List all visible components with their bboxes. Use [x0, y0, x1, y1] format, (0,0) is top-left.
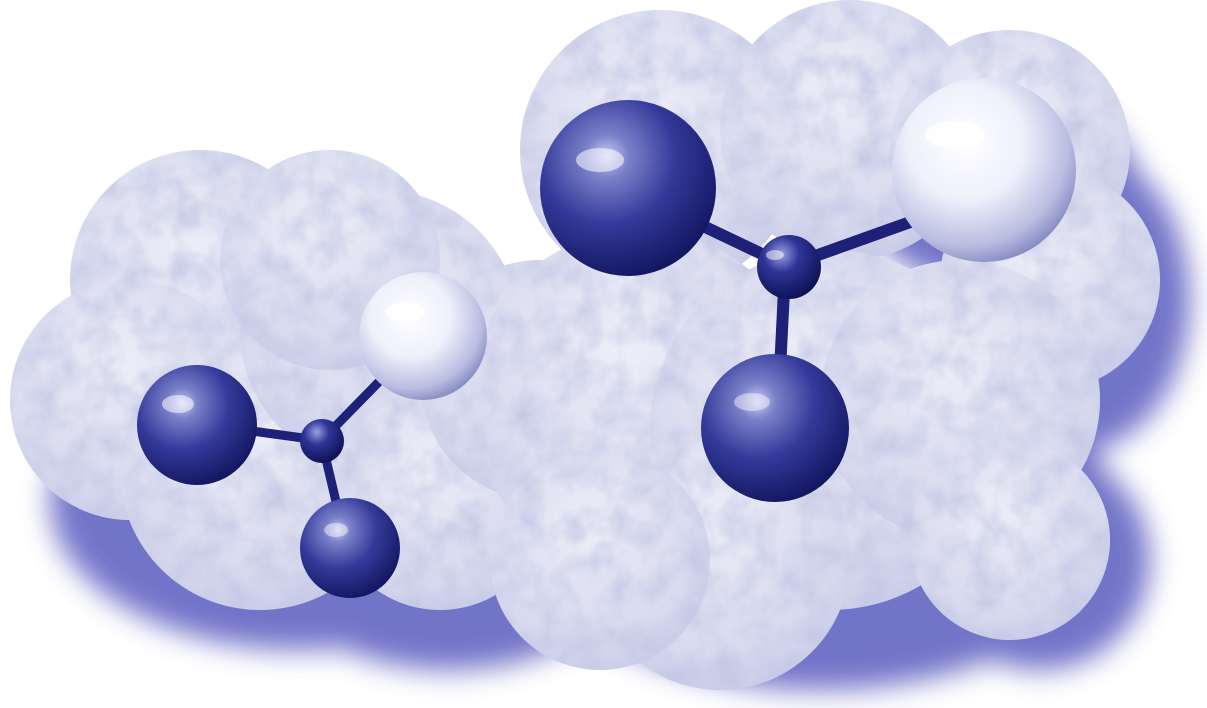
- small-left-atom: [137, 365, 257, 485]
- large-bottom-atom: [701, 354, 849, 502]
- small-top-right-atom: [359, 272, 487, 400]
- large-center-atom: [757, 235, 821, 299]
- large-right-atom: [892, 78, 1076, 262]
- small-bottom-atom: [300, 498, 400, 598]
- large-left-atom: [540, 100, 716, 276]
- small-molecule: [137, 272, 487, 598]
- small-center-atom: [300, 419, 344, 463]
- large-molecule: [540, 78, 1076, 502]
